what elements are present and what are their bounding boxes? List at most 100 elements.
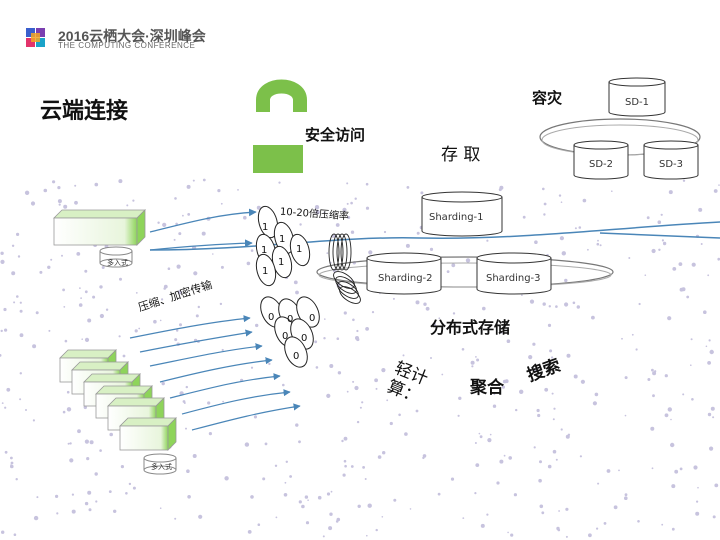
conference-title: 2016云栖大会·深圳峰会 [58, 28, 206, 44]
background-dot [374, 378, 378, 383]
background-dot [224, 476, 229, 481]
background-dot [15, 478, 18, 481]
background-dot [670, 442, 675, 448]
background-dot [679, 467, 683, 471]
background-dot [668, 190, 673, 195]
background-dot [661, 523, 664, 526]
background-dot [284, 481, 287, 484]
background-dot [132, 486, 136, 490]
background-dot [84, 501, 89, 506]
background-dot [703, 310, 707, 315]
background-dot [588, 533, 592, 538]
background-dot [101, 266, 105, 269]
background-dot [461, 348, 465, 351]
background-dot [458, 396, 462, 400]
bit-zero: 0 [301, 333, 308, 344]
background-dot [432, 322, 436, 327]
bit-zero: 0 [287, 314, 294, 325]
background-dot [573, 374, 578, 379]
background-dot [429, 247, 434, 251]
background-dot [611, 190, 613, 192]
background-dot [6, 387, 11, 392]
background-dot [56, 512, 59, 515]
background-dot [174, 338, 178, 342]
background-dot [323, 211, 326, 214]
background-dot [596, 527, 599, 530]
background-dot [268, 362, 271, 366]
background-dot [375, 528, 378, 532]
background-dot [95, 500, 98, 503]
background-dot [506, 339, 511, 344]
background-dot [57, 199, 62, 204]
background-dot [557, 528, 561, 532]
background-dot [326, 492, 331, 496]
background-dot [700, 243, 703, 245]
background-dot [686, 295, 690, 299]
background-dot [551, 392, 554, 395]
background-dot [134, 329, 138, 333]
background-dot [317, 495, 322, 500]
background-dot [4, 406, 7, 409]
background-dot [558, 510, 560, 512]
background-dot [118, 179, 123, 184]
background-dot [690, 364, 692, 367]
background-dot [0, 329, 3, 333]
background-dot [709, 349, 714, 355]
page-title: 云端连接 [40, 99, 129, 124]
background-dot [67, 442, 70, 445]
background-dot [275, 516, 278, 519]
background-dot [660, 213, 663, 216]
sd-label-2: SD-2 [589, 159, 614, 170]
background-dot [295, 423, 299, 427]
background-dot [58, 203, 61, 206]
background-dot [220, 202, 223, 205]
background-dot [365, 182, 369, 186]
background-dot [667, 316, 672, 321]
background-dot [193, 271, 198, 276]
background-dot [537, 413, 541, 418]
background-dot [422, 456, 425, 460]
background-dot [652, 371, 657, 376]
background-dot [592, 401, 598, 406]
conference-subtitle: THE COMPUTING CONFERENCE [58, 41, 196, 50]
background-dot [63, 306, 66, 308]
background-dot [50, 258, 53, 261]
background-dot [293, 280, 298, 285]
background-dot [108, 490, 112, 493]
background-dot [560, 428, 563, 431]
background-dot [381, 516, 384, 518]
background-dot [125, 492, 128, 495]
background-dot [323, 337, 326, 340]
background-dot [662, 241, 667, 246]
background-dot [547, 323, 552, 327]
background-dot [591, 315, 595, 320]
background-dot [84, 290, 88, 294]
background-dot [474, 492, 477, 495]
bit-zero: 0 [268, 312, 275, 323]
background-dot [438, 317, 441, 320]
background-dot [177, 290, 182, 295]
background-dot [576, 305, 580, 309]
background-dot [555, 458, 558, 461]
background-dot [543, 202, 547, 206]
background-dot [542, 187, 545, 191]
background-dot [71, 493, 74, 496]
lock-icon [253, 79, 307, 173]
background-dot [564, 302, 569, 307]
background-dot [69, 442, 72, 445]
background-dot [79, 287, 81, 289]
background-dot [486, 239, 489, 242]
background-dot [295, 290, 299, 295]
background-dot [647, 378, 651, 381]
background-dot [415, 409, 419, 413]
background-dot [430, 357, 432, 359]
background-dot [543, 213, 546, 216]
background-dot [386, 399, 389, 402]
background-dot [187, 495, 191, 499]
background-dot [186, 184, 191, 189]
background-dot [135, 292, 138, 294]
background-dot [695, 511, 700, 516]
background-dot [92, 295, 96, 299]
shard-cylinder-2 [366, 252, 442, 295]
background-dot [99, 449, 102, 452]
